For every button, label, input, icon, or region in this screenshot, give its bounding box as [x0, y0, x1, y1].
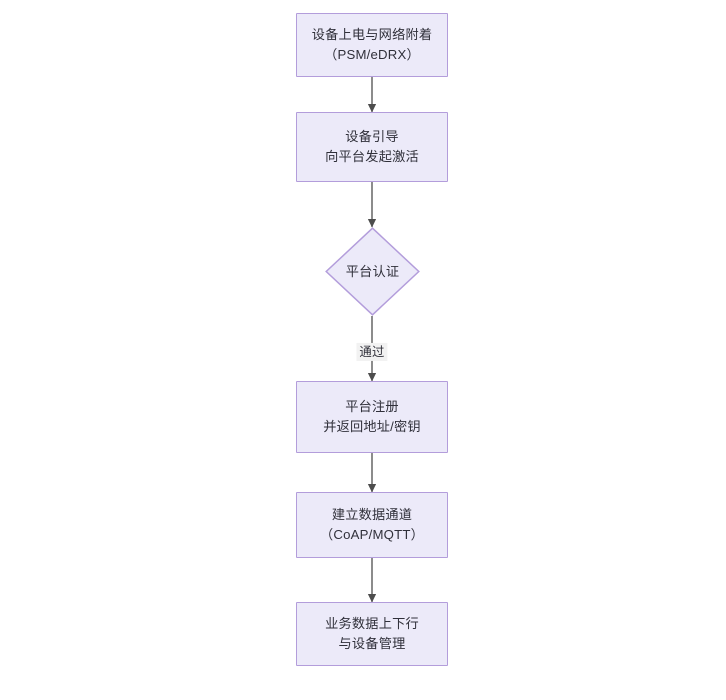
decision-diamond-shape — [325, 227, 420, 316]
flow-node-n4[interactable]: 平台注册 并返回地址/密钥 — [296, 381, 448, 453]
flow-node-n6[interactable]: 业务数据上下行 与设备管理 — [296, 602, 448, 666]
flow-node-label: 平台注册 并返回地址/密钥 — [323, 398, 421, 434]
flow-node-label: 平台认证 — [345, 263, 400, 279]
flow-node-label: 业务数据上下行 与设备管理 — [325, 615, 419, 651]
flow-node-label: 建立数据通道 （CoAP/MQTT） — [319, 506, 425, 542]
flow-node-n1[interactable]: 设备上电与网络附着 （PSM/eDRX） — [296, 13, 448, 77]
flow-node-label: 设备引导 向平台发起激活 — [325, 128, 419, 164]
edge-label-e3: 通过 — [356, 342, 388, 362]
flow-node-n3[interactable]: 平台认证 — [325, 227, 420, 316]
flow-node-n5[interactable]: 建立数据通道 （CoAP/MQTT） — [296, 492, 448, 558]
flow-node-n2[interactable]: 设备引导 向平台发起激活 — [296, 112, 448, 182]
flow-node-label: 设备上电与网络附着 （PSM/eDRX） — [311, 26, 433, 62]
